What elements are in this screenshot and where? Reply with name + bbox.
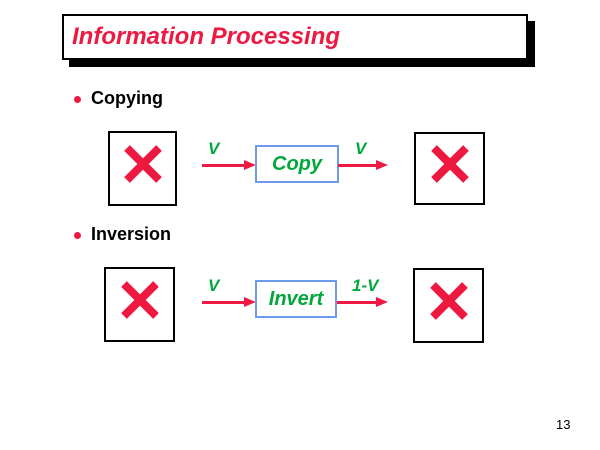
title-bar: Information Processing: [62, 14, 528, 60]
output-symbol-box: [413, 268, 484, 343]
input-label: V: [208, 139, 220, 158]
arrow-right-icon: [338, 159, 388, 171]
arrow-right-icon: [202, 159, 256, 171]
process-box-copy: Copy: [255, 145, 339, 183]
bullet-label: Copying: [91, 88, 163, 108]
page-number: 13: [556, 417, 571, 432]
x-mark-icon: [123, 144, 162, 183]
input-symbol-box: [108, 131, 177, 206]
arrow-right-icon: [202, 296, 256, 308]
input-label: V: [208, 276, 220, 295]
bullet-item-copying: Copying: [74, 88, 163, 109]
process-label: Copy: [272, 152, 322, 175]
slide-title: Information Processing: [72, 23, 341, 50]
bullet-item-inversion: Inversion: [74, 224, 171, 245]
process-box-invert: Invert: [255, 280, 337, 318]
input-symbol-box: [104, 267, 175, 342]
output-label: 1-V: [352, 276, 379, 295]
arrow-right-icon: [337, 296, 388, 308]
arrow-line: [202, 163, 244, 167]
arrow-head: [244, 160, 256, 170]
arrow-line: [337, 300, 376, 304]
output-symbol-box: [414, 132, 485, 205]
process-label: Invert: [268, 287, 324, 310]
arrow-head: [244, 297, 256, 307]
x-mark-icon: [120, 280, 159, 319]
x-mark-icon: [430, 144, 469, 183]
bullet-dot-icon: [74, 232, 81, 239]
arrow-head: [376, 160, 388, 170]
arrow-line: [338, 163, 376, 167]
output-label: V: [355, 139, 367, 158]
arrow-head: [376, 297, 388, 307]
x-mark-icon: [429, 281, 468, 320]
bullet-label: Inversion: [91, 224, 172, 244]
arrow-line: [202, 300, 244, 304]
bullet-dot-icon: [74, 96, 81, 103]
